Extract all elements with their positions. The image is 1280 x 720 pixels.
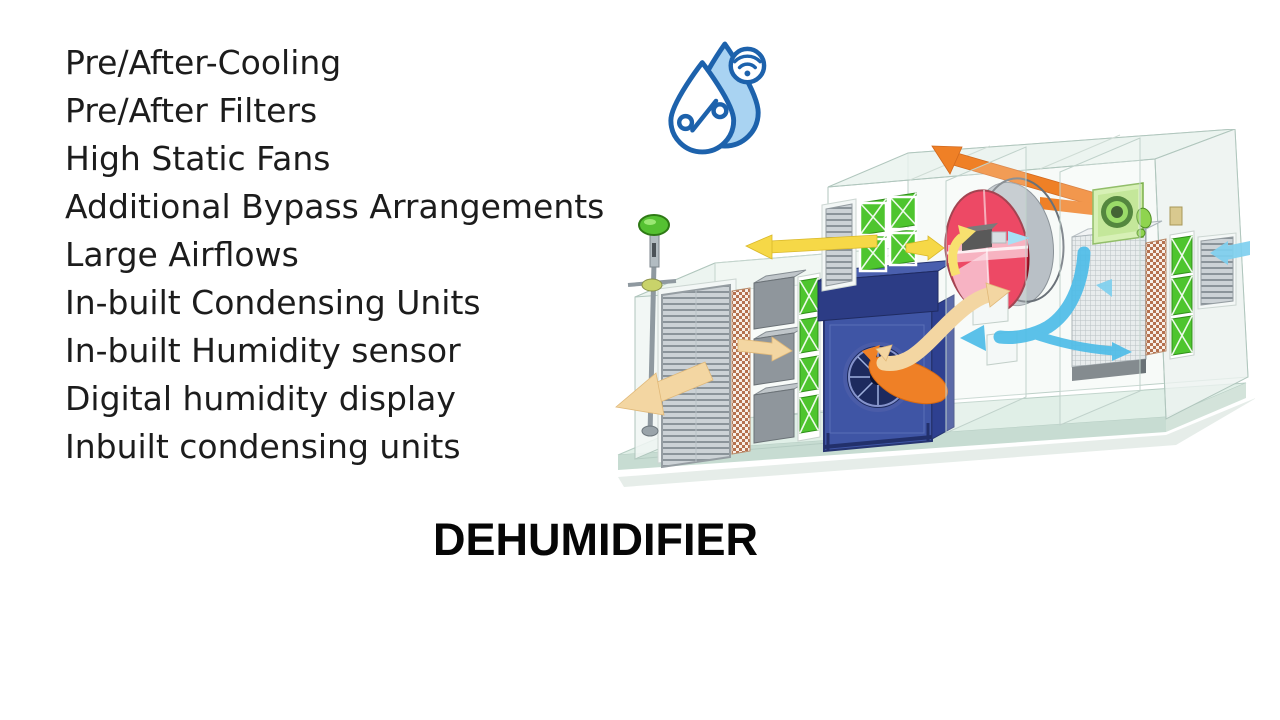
feature-item: In-built Condensing Units [65, 283, 481, 322]
feature-item: Additional Bypass Arrangements [65, 187, 605, 226]
outlet-louver-panel [1197, 232, 1237, 310]
feature-item: In-built Humidity sensor [65, 331, 461, 370]
filter-bank-upper [858, 192, 918, 273]
heat-exchanger-checker-left [731, 287, 751, 455]
beige-airflow-arrows [615, 282, 1011, 416]
dehumidifier-unit-illustration [615, 129, 1255, 487]
cyan-airflow-arrows [960, 241, 1250, 361]
front-drop [668, 60, 737, 155]
feature-item: Pre/After Filters [65, 91, 318, 130]
wall-fitting [1169, 206, 1183, 226]
filter-bank-right [1169, 230, 1195, 360]
feature-item: Large Airflows [65, 235, 299, 274]
yellow-wheel-arrow [948, 233, 966, 277]
cyan-shaft-arrow [1008, 231, 1030, 245]
humidity-drop-wifi-icon [668, 41, 767, 155]
yellow-airflow-arrows [745, 234, 945, 261]
feature-item: High Static Fans [65, 139, 331, 178]
wifi-icon [728, 46, 767, 85]
feature-item: Digital humidity display [65, 379, 456, 418]
heat-exchanger-checker-right [1145, 238, 1167, 356]
page-title: DEHUMIDIFIER [433, 514, 758, 565]
filter-bank-left [797, 272, 821, 442]
feature-list: Pre/After-Cooling Pre/After Filters High… [65, 39, 604, 471]
yellow-wheel-arrowhead [958, 225, 976, 244]
feature-item: Pre/After-Cooling [65, 43, 342, 82]
percent-icon [676, 98, 729, 133]
feature-item: Inbuilt condensing units [65, 427, 461, 466]
desiccant-wheel [944, 177, 1065, 315]
